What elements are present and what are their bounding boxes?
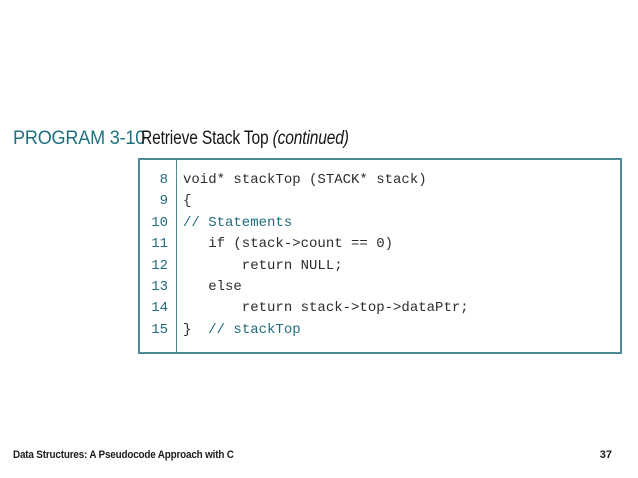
footer-book-title: Data Structures: A Pseudocode Approach w… <box>13 449 234 461</box>
code-listing-box: 8 9 10 11 12 13 14 15 void* stackTop (STACK* st… <box>138 158 622 354</box>
line-number: 15 <box>151 321 168 338</box>
code-text: return stack->top->dataPtr; <box>183 300 469 317</box>
line-number: 10 <box>151 214 168 231</box>
code-text: { <box>183 193 192 210</box>
code-line: } // stackTop <box>183 320 620 341</box>
line-number: 9 <box>159 193 168 210</box>
code-line: void* stackTop (STACK* stack) <box>183 170 620 191</box>
program-title-continued: (continued) <box>272 128 349 149</box>
line-number: 8 <box>159 172 168 188</box>
code-line: return stack->top->dataPtr; <box>183 298 620 319</box>
line-number: 14 <box>151 300 168 317</box>
code-line: return NULL; <box>183 256 620 277</box>
code-line: // Statements <box>183 213 620 234</box>
code-area: void* stackTop (STACK* stack) { // Stateme… <box>177 160 620 352</box>
line-number: 12 <box>151 257 168 274</box>
code-text: } <box>183 321 209 338</box>
line-number: 13 <box>151 279 168 296</box>
program-label: PROGRAM 3-10 <box>13 128 146 149</box>
code-line: if (stack->count == 0) <box>183 234 620 255</box>
line-number: 11 <box>151 236 168 253</box>
code-comment: // Statements <box>183 214 293 231</box>
code-text: void* stackTop (STACK* stack) <box>183 172 427 188</box>
code-comment: // stackTop <box>208 321 301 338</box>
program-title: Retrieve Stack Top(continued) <box>141 128 349 150</box>
code-text: return NULL; <box>183 257 343 274</box>
code-text: else <box>183 279 242 296</box>
line-number-gutter: 8 9 10 11 12 13 14 15 <box>140 160 177 352</box>
code-text: if (stack->count == 0) <box>183 236 394 253</box>
program-title-text: Retrieve Stack Top <box>141 128 269 149</box>
footer-page-number: 37 <box>599 449 612 461</box>
code-line: { <box>183 191 620 212</box>
code-line: else <box>183 277 620 298</box>
